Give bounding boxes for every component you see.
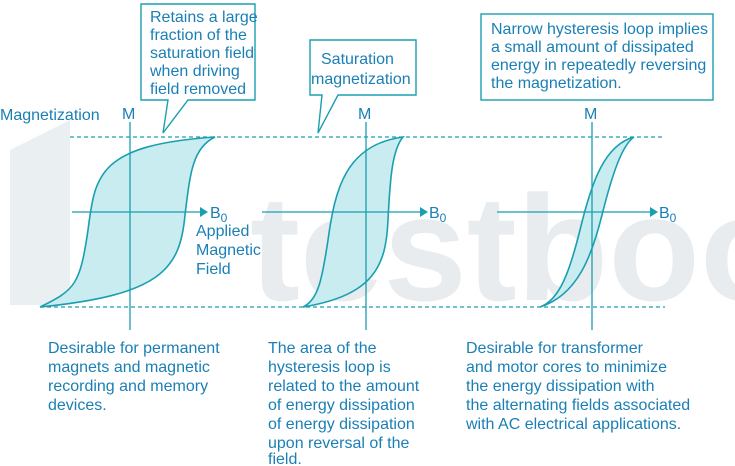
callout-narrow: Narrow hysteresis loop implies a small a…	[480, 13, 714, 101]
svg-text:Saturation: Saturation	[321, 51, 394, 68]
magnetization-label: Magnetization	[0, 107, 100, 124]
svg-text:Field: Field	[196, 261, 231, 278]
svg-text:devices.: devices.	[48, 397, 107, 414]
svg-text:related to the amount: related to the amount	[268, 378, 420, 395]
svg-text:the energy dissipation with: the energy dissipation with	[466, 378, 655, 395]
svg-text:the magnetization.: the magnetization.	[491, 75, 622, 92]
svg-text:Desirable for transformer: Desirable for transformer	[466, 340, 644, 357]
svg-text:magnetization: magnetization	[311, 71, 411, 88]
svg-text:field.: field.	[268, 451, 302, 466]
svg-text:Retains a large: Retains a large	[150, 9, 258, 26]
loop-hard: M B0	[39, 106, 228, 330]
svg-text:magnets and magnetic: magnets and magnetic	[48, 359, 210, 376]
svg-text:fraction of the: fraction of the	[150, 27, 247, 44]
caption-medium: The area of the hysteresis loop is relat…	[268, 340, 420, 466]
svg-text:saturation field: saturation field	[150, 45, 254, 62]
svg-text:a small amount of dissipated: a small amount of dissipated	[491, 39, 694, 56]
b-axis-arrow-3	[650, 207, 658, 217]
loop-soft: M B0	[497, 106, 677, 330]
svg-text:the alternating fields associa: the alternating fields associated	[466, 397, 690, 414]
svg-text:with AC electrical application: with AC electrical applications.	[465, 416, 681, 433]
svg-text:The area of the: The area of the	[268, 340, 377, 357]
svg-text:and motor cores to minimize: and motor cores to minimize	[466, 359, 667, 376]
svg-text:when driving: when driving	[149, 63, 240, 80]
callout-remanence: Retains a large fraction of the saturati…	[140, 3, 258, 134]
hysteresis-loop-wide	[39, 136, 216, 308]
svg-text:upon reversal of the: upon reversal of the	[268, 435, 410, 452]
svg-text:of energy dissipation: of energy dissipation	[268, 397, 415, 414]
b-axis-arrow-1	[200, 207, 208, 217]
b-axis-label-3: B0	[659, 205, 677, 225]
m-axis-label-3: M	[584, 106, 597, 123]
caption-soft: Desirable for transformer and motor core…	[465, 340, 690, 433]
svg-text:hysteresis loop is: hysteresis loop is	[268, 359, 391, 376]
b-axis-arrow-2	[420, 207, 428, 217]
loop-medium: M B0	[262, 106, 447, 330]
m-axis-label-1: M	[122, 106, 135, 123]
svg-text:Magnetic: Magnetic	[196, 242, 261, 259]
svg-text:Applied: Applied	[196, 223, 249, 240]
b-axis-label-1: B0	[210, 205, 228, 225]
svg-text:energy in repeatedly reversing: energy in repeatedly reversing	[491, 57, 706, 74]
m-axis-label-2: M	[358, 106, 371, 123]
svg-text:Desirable for permanent: Desirable for permanent	[48, 340, 220, 357]
caption-hard: Desirable for permanent magnets and magn…	[48, 340, 220, 414]
hysteresis-loop-medium	[302, 135, 405, 308]
hysteresis-loop-narrow	[539, 136, 635, 308]
svg-text:of energy dissipation: of energy dissipation	[268, 416, 415, 433]
callout-saturation: Saturation magnetization	[309, 39, 417, 134]
svg-text:field removed: field removed	[150, 81, 246, 98]
applied-field-label: Applied Magnetic Field	[196, 223, 261, 278]
svg-text:recording and memory: recording and memory	[48, 378, 208, 395]
b-axis-label-2: B0	[429, 205, 447, 225]
svg-text:Narrow hysteresis loop implies: Narrow hysteresis loop implies	[491, 21, 708, 38]
